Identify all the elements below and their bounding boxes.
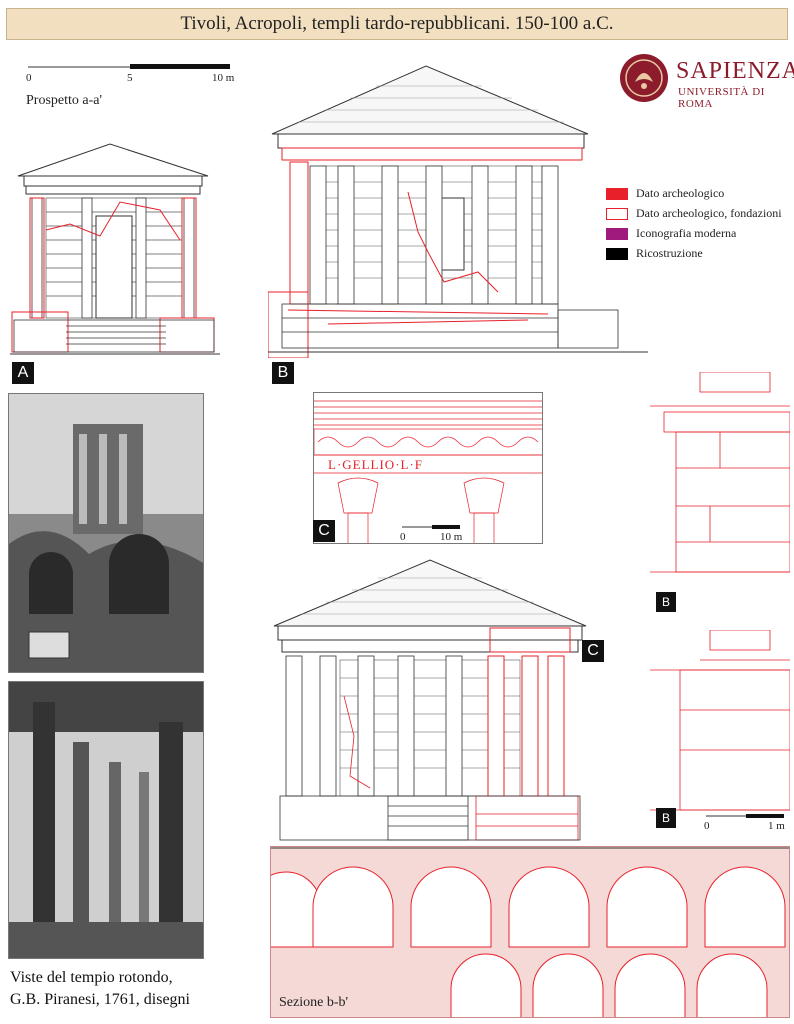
marker-c: C	[582, 640, 604, 662]
logo-name: SAPIENZA	[676, 58, 794, 84]
logo-subtitle: UNIVERSITÀ DI ROMA	[678, 86, 765, 110]
page-title: Tivoli, Acropoli, templi tardo-repubblic…	[6, 8, 788, 40]
legend-item-modern-iconography: Iconografia moderna	[606, 226, 736, 241]
legend-swatch	[606, 187, 628, 200]
detail-b-scale-1: 1 m	[768, 820, 785, 832]
scale-tick-0: 0	[26, 72, 32, 84]
legend-label: Dato archeologico, fondazioni	[636, 206, 782, 220]
legend-swatch	[606, 227, 628, 240]
entablature-detail	[314, 400, 542, 543]
marker-b-detail-upper: B	[656, 592, 676, 612]
small-temple-elevation	[10, 143, 220, 355]
piranesi-engraving-1	[8, 393, 204, 673]
base-detail-upper	[650, 372, 790, 573]
inscription-text: L·GELLIO·L·F	[328, 457, 424, 472]
legend-label: Dato archeologico	[636, 186, 725, 200]
large-temple-elevation	[268, 65, 648, 358]
legend-label: Iconografia moderna	[636, 226, 737, 240]
legend-swatch	[606, 247, 628, 260]
marker-b: B	[272, 362, 294, 384]
base-detail-lower	[650, 630, 790, 811]
legend-item-foundations: Dato archeologico, fondazioni	[606, 206, 782, 221]
detail-b-scale-bar	[706, 814, 784, 818]
marker-b-detail-lower: B	[656, 808, 676, 828]
detail-c-scale-bar	[402, 525, 460, 529]
scale-tick-10: 10 m	[212, 72, 235, 84]
piranesi-engraving-2	[8, 681, 204, 959]
temple-elevation-section	[273, 559, 587, 841]
detail-b-scale-0: 0	[704, 820, 710, 832]
piranesi-caption-line-2: G.B. Piranesi, 1761, disegni	[10, 991, 190, 1008]
detail-c-scale-10: 10 m	[440, 531, 463, 543]
legend-label: Ricostruzione	[636, 246, 703, 260]
legend-item-archaeological: Dato archeologico	[606, 186, 724, 201]
scale-bar-main	[28, 64, 238, 84]
detail-c-scale-0: 0	[400, 531, 406, 543]
sezione-label: Sezione b-b'	[279, 995, 349, 1010]
piranesi-caption-line-1: Viste del tempio rotondo,	[10, 969, 173, 986]
detail-c-panel: L·GELLIO·L·F 0 10 m	[313, 392, 543, 544]
sapienza-seal-icon	[620, 54, 668, 102]
legend-swatch	[606, 207, 628, 220]
scale-tick-5: 5	[127, 72, 133, 84]
prospetto-label: Prospetto a-a'	[26, 93, 103, 108]
section-b-b: Sezione b-b'	[270, 846, 790, 1018]
marker-c-detail: C	[313, 520, 335, 542]
sapienza-logo: SAPIENZA UNIVERSITÀ DI ROMA	[618, 52, 794, 110]
section-arches	[271, 847, 789, 1017]
marker-a: A	[12, 362, 34, 384]
scale-bar-graphic	[28, 64, 230, 69]
engraving-graphic	[9, 394, 203, 672]
legend-item-reconstruction: Ricostruzione	[606, 246, 703, 261]
engraving-graphic	[9, 682, 203, 958]
